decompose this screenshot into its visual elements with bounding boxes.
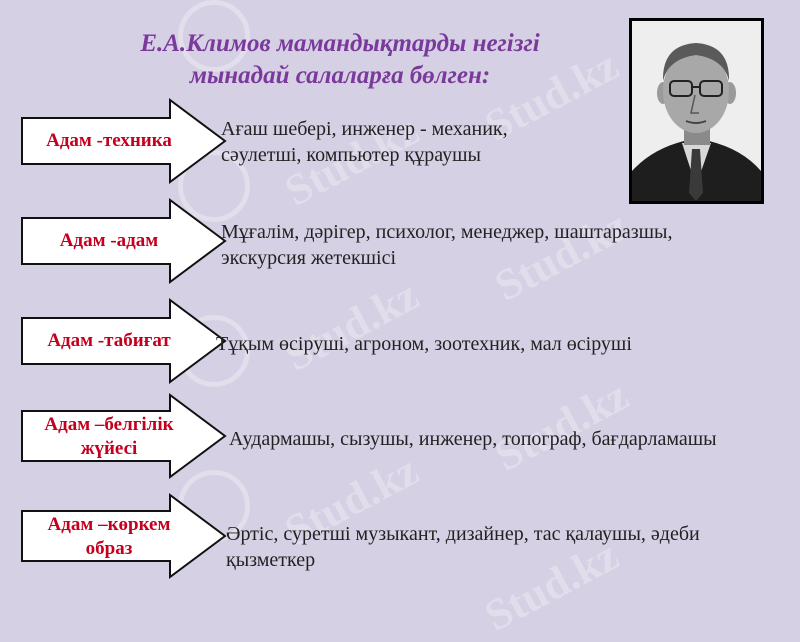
- category-label: Адам –белгілік жүйесі: [20, 413, 198, 461]
- portrait-photo-icon: [629, 18, 764, 204]
- category-description: Ағаш шебері, инженер - механик, сәулетші…: [221, 116, 508, 168]
- category-arrow-human: Адам -адам: [20, 198, 230, 284]
- arrow-shape-icon: [21, 493, 227, 579]
- description-line-2: сәулетші, компьютер құраушы: [221, 144, 481, 166]
- category-description: Аудармашы, сызушы, инженер, топограф, ба…: [229, 426, 717, 452]
- category-arrow-technics: Адам -техника: [20, 98, 230, 184]
- label-line-2: жүйесі: [80, 438, 138, 459]
- title-line-1: Е.А.Климов мамандықтарды негізгі: [140, 30, 540, 57]
- title-line-2: мынадай салаларға бөлген:: [189, 62, 491, 89]
- description-line-1: Мұғалім, дәрігер, психолог, менеджер, ша…: [221, 221, 673, 243]
- watermark-text: Stud.kz: [276, 270, 427, 381]
- description-line-2: экскурсия жетекшісі: [221, 247, 397, 269]
- description-line-1: Әртіс, суретші музыкант, дизайнер, тас қ…: [226, 523, 700, 545]
- category-arrow-art-image: Адам –көркем образ: [20, 493, 230, 579]
- category-description: Мұғалім, дәрігер, психолог, менеджер, ша…: [221, 219, 672, 271]
- description-line-1: Аудармашы, сызушы, инженер, топограф, ба…: [229, 428, 717, 450]
- category-label: Адам –көркем образ: [20, 513, 198, 561]
- slide-title: Е.А.Климов мамандықтарды негізгі мынадай…: [100, 28, 580, 92]
- arrow-shape-icon: [21, 393, 227, 479]
- category-arrow-nature: Адам -табиғат: [20, 298, 230, 384]
- category-label: Адам -техника: [46, 130, 172, 151]
- description-line-1: Тұқым өсіруші, агроном, зоотехник, мал ө…: [216, 333, 632, 355]
- category-description: Әртіс, суретші музыкант, дизайнер, тас қ…: [226, 521, 700, 573]
- category-label: Адам -табиғат: [47, 330, 171, 351]
- label-line-2: образ: [85, 538, 133, 559]
- arrow-shape-icon: [21, 198, 227, 284]
- category-arrow-sign-system: Адам –белгілік жүйесі: [20, 393, 230, 479]
- category-description: Тұқым өсіруші, агроном, зоотехник, мал ө…: [216, 331, 632, 357]
- description-line-2: қызметкер: [226, 549, 316, 571]
- label-line-1: Адам –көркем: [47, 514, 171, 535]
- label-line-1: Адам –белгілік: [44, 414, 174, 435]
- arrow-shape-icon: [21, 98, 227, 184]
- category-label: Адам -адам: [59, 230, 159, 251]
- description-line-1: Ағаш шебері, инженер - механик,: [221, 118, 508, 140]
- arrow-shape-icon: [21, 298, 227, 384]
